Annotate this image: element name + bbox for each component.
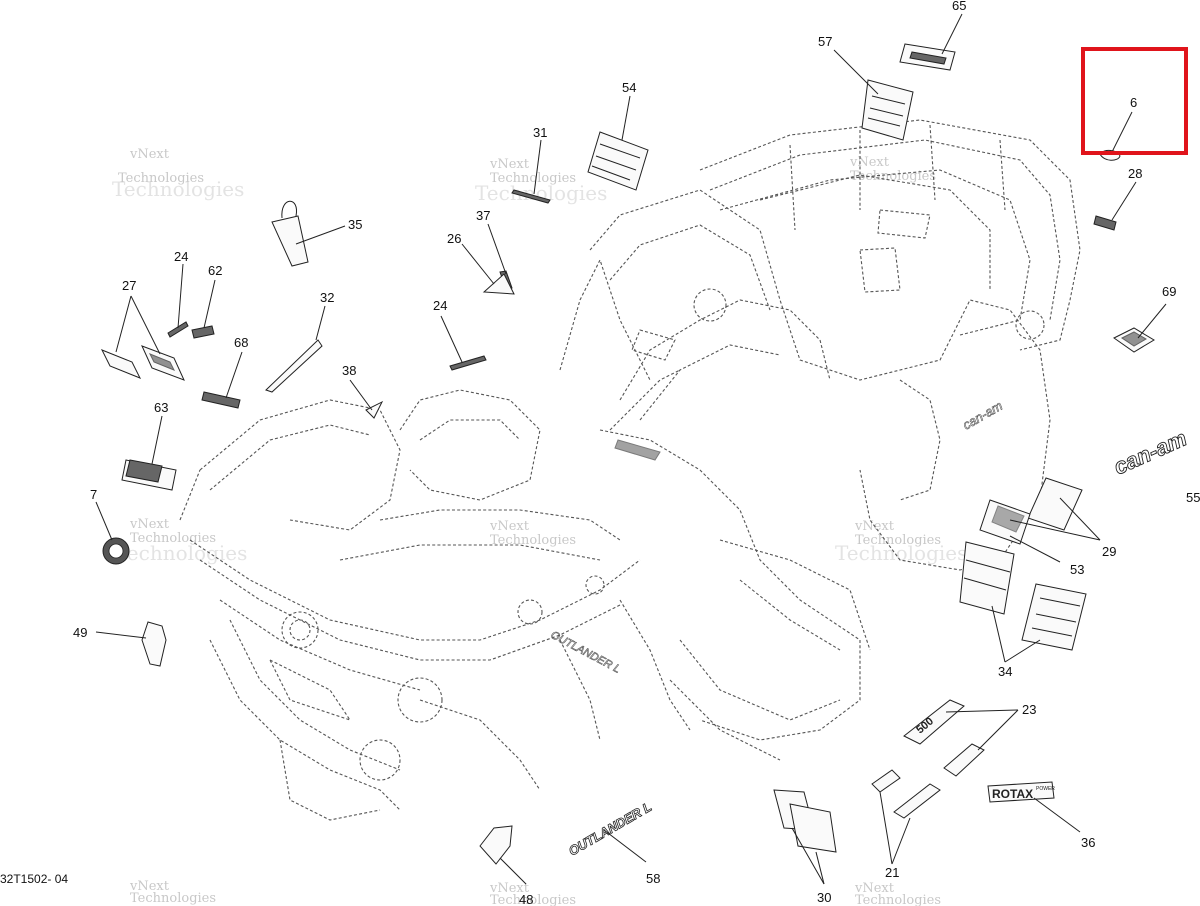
watermark-text: vNext bbox=[129, 879, 170, 894]
callout-36[interactable]: 36 bbox=[1081, 835, 1095, 850]
watermark-text: Technologies bbox=[115, 541, 247, 565]
callout-69[interactable]: 69 bbox=[1162, 284, 1176, 299]
part-31-strip bbox=[511, 189, 551, 204]
callout-24-left[interactable]: 24 bbox=[174, 249, 188, 264]
watermark-text: Technologies bbox=[490, 533, 576, 548]
part-55-canam-decal: can-am bbox=[1109, 425, 1191, 480]
part-21-decal-b bbox=[893, 783, 941, 819]
watermark-text: Technologies bbox=[490, 171, 576, 186]
callout-7[interactable]: 7 bbox=[90, 487, 97, 502]
canam-text: can-am bbox=[1110, 425, 1191, 479]
svg-text:OUTLANDER L: OUTLANDER L bbox=[549, 629, 623, 676]
callout-35[interactable]: 35 bbox=[348, 217, 362, 232]
watermark-text: vNext bbox=[854, 881, 895, 896]
part-27-decal-a bbox=[100, 349, 142, 379]
rotax-sub-text: POWER bbox=[1036, 786, 1055, 792]
rotax-text: ROTAX bbox=[992, 787, 1033, 801]
part-68-strip bbox=[201, 391, 241, 409]
callout-21[interactable]: 21 bbox=[885, 865, 899, 880]
watermark-text: Technologies bbox=[835, 541, 967, 565]
watermark-text: Technologies bbox=[118, 171, 204, 186]
canam-side-decal: can-am bbox=[960, 398, 1006, 433]
watermark-text: vNext bbox=[129, 147, 170, 162]
part-62-decal bbox=[191, 325, 215, 339]
watermark-text: vNext bbox=[489, 157, 530, 172]
callout-24-center[interactable]: 24 bbox=[433, 298, 447, 313]
part-30-decal-b bbox=[789, 803, 837, 853]
watermark-text: Technologies bbox=[130, 891, 216, 906]
part-23-decal-b bbox=[943, 743, 985, 777]
callout-37[interactable]: 37 bbox=[476, 208, 490, 223]
part-36-rotax-decal: ROTAX POWER bbox=[987, 781, 1055, 803]
part-29-decal-a bbox=[1027, 477, 1083, 531]
callout-68[interactable]: 68 bbox=[234, 335, 248, 350]
callout-34[interactable]: 34 bbox=[998, 664, 1012, 679]
callout-26[interactable]: 26 bbox=[447, 231, 461, 246]
callout-58[interactable]: 58 bbox=[646, 871, 660, 886]
callout-65[interactable]: 65 bbox=[952, 0, 966, 13]
watermark-text: Technologies bbox=[130, 531, 216, 546]
part-24-strip bbox=[167, 321, 189, 338]
part-26-triangle bbox=[482, 273, 515, 295]
callout-32[interactable]: 32 bbox=[320, 290, 334, 305]
watermark-text: vNext bbox=[489, 881, 530, 896]
on-body-decals: OUTLANDER L can-am bbox=[548, 209, 1006, 676]
part-53-decal bbox=[959, 541, 1015, 615]
part-48-patch bbox=[479, 825, 513, 865]
callout-27[interactable]: 27 bbox=[122, 278, 136, 293]
callout-29[interactable]: 29 bbox=[1102, 544, 1116, 559]
callout-48[interactable]: 48 bbox=[519, 892, 533, 906]
callout-30[interactable]: 30 bbox=[817, 890, 831, 905]
part-69-decal bbox=[1113, 327, 1155, 353]
part-49-patch bbox=[141, 621, 167, 667]
watermark-text: vNext bbox=[849, 155, 890, 170]
callout-6[interactable]: 6 bbox=[1130, 95, 1137, 110]
part-57-decal bbox=[861, 79, 914, 141]
watermark-text: vNext bbox=[129, 517, 170, 532]
watermark-text: Technologies bbox=[112, 177, 244, 201]
part-21-decal-a bbox=[871, 769, 901, 793]
part-23-decal-a: 500 bbox=[903, 699, 965, 745]
vehicle-body-outline bbox=[179, 119, 1081, 821]
watermark-text: vNext bbox=[489, 519, 530, 534]
part-24-strip-center bbox=[449, 355, 487, 371]
svg-text:can-am: can-am bbox=[960, 398, 1005, 433]
part-58-outlander-decal: OUTLANDER L bbox=[566, 799, 655, 859]
callout-57[interactable]: 57 bbox=[818, 34, 832, 49]
callout-23[interactable]: 23 bbox=[1022, 702, 1036, 717]
part-28-decal bbox=[1093, 215, 1117, 231]
diagram-reference-code: 32T1502- 04 bbox=[0, 872, 68, 886]
watermark-text: Technologies bbox=[490, 893, 576, 906]
part-65-decal bbox=[899, 43, 956, 71]
part-54-decal bbox=[587, 131, 649, 191]
part-7-emblem bbox=[102, 537, 130, 565]
callout-55[interactable]: 55 bbox=[1186, 490, 1200, 505]
part-38-triangle bbox=[365, 400, 384, 419]
part-63-decal bbox=[121, 459, 177, 491]
callout-53[interactable]: 53 bbox=[1070, 562, 1084, 577]
loose-parts: can-am 500 ROTAX POWER OUTLANDER L bbox=[100, 43, 1191, 865]
watermarks: vNext Technologies Technologies vNext Te… bbox=[112, 147, 967, 906]
watermark-text: Technologies bbox=[855, 893, 941, 906]
callout-49[interactable]: 49 bbox=[73, 625, 87, 640]
part-35-tag bbox=[271, 200, 309, 267]
outlander-side-decal: OUTLANDER L bbox=[548, 629, 623, 676]
leader-lines bbox=[95, 13, 1167, 885]
outlander-text: OUTLANDER L bbox=[566, 799, 654, 859]
highlight-box bbox=[1081, 47, 1188, 155]
callout-31[interactable]: 31 bbox=[533, 125, 547, 140]
callout-28[interactable]: 28 bbox=[1128, 166, 1142, 181]
callout-38[interactable]: 38 bbox=[342, 363, 356, 378]
part-34-decal bbox=[1021, 583, 1087, 651]
callout-62[interactable]: 62 bbox=[208, 263, 222, 278]
callout-numbers: 65 57 54 31 35 6 28 37 26 24 62 27 32 24… bbox=[73, 0, 1200, 906]
watermark-text: Technologies bbox=[855, 533, 941, 548]
part-32-strip bbox=[265, 339, 323, 393]
callout-63[interactable]: 63 bbox=[154, 400, 168, 415]
callout-54[interactable]: 54 bbox=[622, 80, 636, 95]
